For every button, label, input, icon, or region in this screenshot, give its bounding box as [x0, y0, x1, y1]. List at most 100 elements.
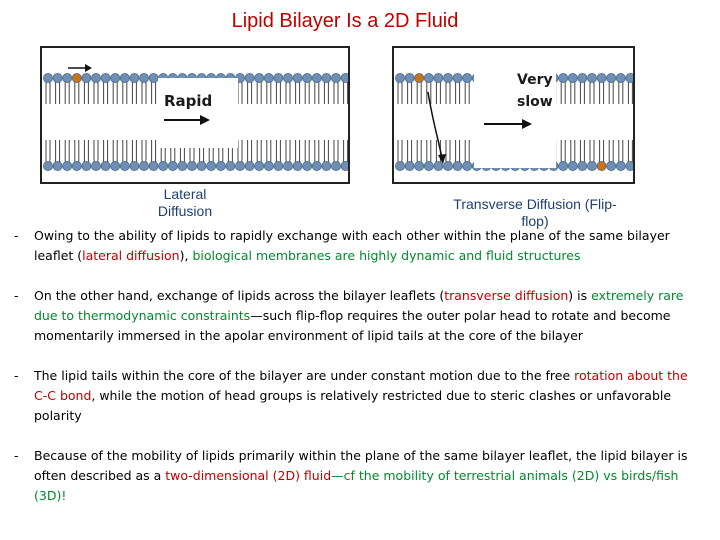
lipid-head	[292, 73, 303, 83]
lipid-head	[302, 161, 313, 171]
lipid-head	[558, 73, 569, 83]
lipid-head	[283, 161, 293, 171]
lipid-head	[596, 73, 607, 83]
lipid-head	[110, 161, 121, 171]
lipid-head	[462, 161, 473, 171]
lipid-head	[196, 161, 207, 171]
lipid-head	[167, 161, 178, 171]
highlight-green: —cf the mobility of terrestrial animals …	[34, 468, 679, 503]
lipid-head	[606, 73, 617, 83]
lipid-head	[452, 73, 463, 83]
bullet-item: - On the other hand, exchange of lipids …	[14, 286, 704, 346]
lipid-head	[177, 161, 188, 171]
lipid-head	[52, 73, 63, 83]
bullet-dash: -	[14, 368, 19, 383]
bullet-item: - The lipid tails within the core of the…	[14, 366, 704, 426]
lipid-head	[254, 161, 265, 171]
left-bilayer-diagram: Rapid	[43, 64, 348, 171]
right-bilayer-diagram: Very slow	[395, 52, 633, 171]
transverse-diffusion-figure: Very slow	[392, 46, 635, 184]
marked-lipid-head	[71, 73, 82, 83]
bullet-text: , while the motion of head groups is rel…	[34, 388, 672, 423]
lipid-head	[331, 73, 341, 83]
lipid-head	[110, 73, 121, 83]
highlight-red: lateral diffusion	[82, 248, 180, 263]
rapid-label: Rapid	[164, 92, 212, 110]
lipid-head	[462, 73, 473, 83]
lipid-head	[81, 73, 92, 83]
flip-flop-arrow	[427, 91, 443, 159]
lipid-head	[423, 73, 434, 83]
lipid-head	[395, 161, 405, 171]
label-backdrop	[158, 78, 238, 148]
highlight-green: extremely rare due to thermodynamic cons…	[34, 288, 684, 323]
lipid-head	[414, 161, 425, 171]
marked-lipid-head	[596, 161, 607, 171]
lipid-move-arrow-head	[85, 64, 92, 72]
lipid-head	[119, 161, 130, 171]
bullet-dash: -	[14, 288, 19, 303]
bullet-text: Because of the mobility of lipids primar…	[34, 448, 688, 483]
rapid-arrow-head	[200, 115, 210, 125]
lipid-head	[404, 161, 415, 171]
lipid-head	[81, 161, 92, 171]
lipid-head	[587, 161, 597, 171]
bullet-dash: -	[14, 448, 19, 463]
lipid-head	[321, 161, 332, 171]
label-backdrop	[474, 52, 556, 168]
lipid-head	[43, 161, 53, 171]
lipid-head	[119, 73, 130, 83]
lipid-head	[311, 161, 322, 171]
lipid-head	[244, 73, 255, 83]
lipid-head	[311, 73, 322, 83]
lipid-head	[263, 73, 274, 83]
lipid-head	[244, 161, 255, 171]
lipid-head	[443, 161, 453, 171]
lipid-head	[273, 73, 284, 83]
lipid-head	[340, 161, 348, 171]
lipid-head	[129, 73, 140, 83]
lipid-head	[615, 161, 626, 171]
lipid-head	[254, 73, 265, 83]
lipid-head	[606, 161, 617, 171]
lipid-head	[433, 73, 444, 83]
highlight-red: transverse diffusion	[444, 288, 569, 303]
lipid-head	[215, 161, 226, 171]
bullet-text: The lipid tails within the core of the b…	[34, 368, 575, 383]
lipid-head	[625, 161, 633, 171]
lipid-head	[340, 73, 348, 83]
transverse-diffusion-caption: Transverse Diffusion (Flip- flop)	[453, 196, 617, 229]
lipid-head	[62, 161, 73, 171]
lipid-head	[577, 73, 588, 83]
lipid-head	[62, 73, 73, 83]
highlight-red: rotation about the C-C bond	[34, 368, 688, 403]
lipid-head	[615, 73, 626, 83]
lateral-diffusion-caption: Lateral Diffusion	[157, 186, 213, 219]
lipid-head	[235, 161, 245, 171]
lipid-head	[91, 161, 101, 171]
bullet-dash: -	[14, 228, 19, 243]
lipid-head	[206, 161, 217, 171]
bullet-text: —such flip-flop requires the outer polar…	[34, 308, 671, 343]
slide-title: Lipid Bilayer Is a 2D Fluid	[231, 10, 459, 32]
lipid-head	[91, 73, 101, 83]
lipid-head	[273, 161, 284, 171]
lipid-head	[443, 73, 453, 83]
lipid-head	[225, 161, 236, 171]
lipid-head	[577, 161, 588, 171]
very-label: Very	[517, 72, 553, 88]
lipid-head	[139, 73, 149, 83]
lipid-head	[433, 161, 444, 171]
lipid-head	[43, 73, 53, 83]
lipid-head	[263, 161, 274, 171]
lipid-head	[558, 161, 569, 171]
highlight-red: two-dimensional (2D) fluid	[165, 468, 332, 483]
lipid-head	[158, 161, 169, 171]
bullet-text: ),	[179, 248, 193, 263]
lipid-head	[587, 73, 597, 83]
lipid-head	[283, 73, 293, 83]
slow-label: slow	[517, 94, 553, 110]
lateral-diffusion-figure: Rapid	[40, 46, 350, 184]
bullet-list: - Owing to the ability of lipids to rapi…	[14, 226, 704, 526]
highlight-green: biological membranes are highly dynamic …	[192, 248, 581, 263]
